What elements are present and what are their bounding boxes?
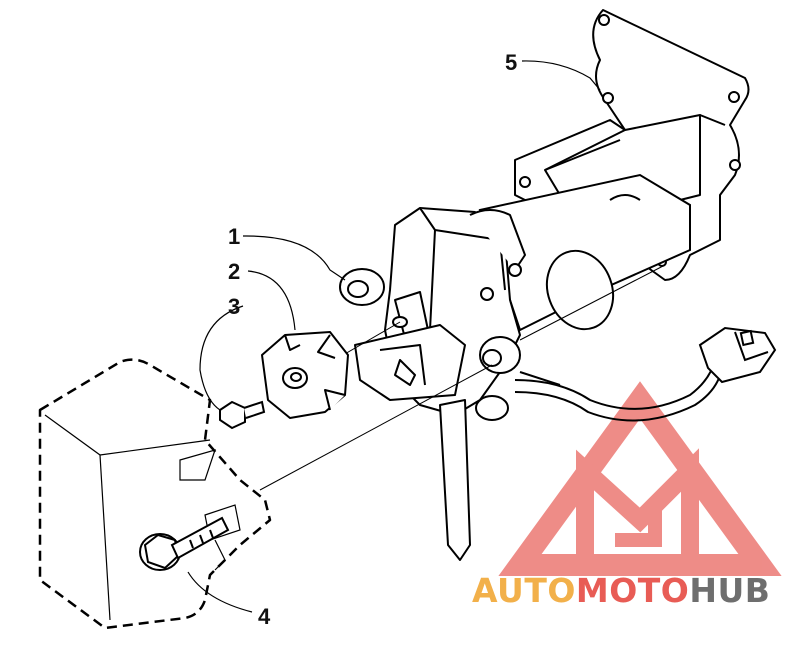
- callout-5: 5: [505, 50, 517, 75]
- cover-box: [38, 358, 272, 630]
- watermark-hub: HUB: [689, 571, 770, 610]
- callout-4: 4: [258, 604, 271, 629]
- bolt: [139, 516, 230, 571]
- actuator-housing: [339, 207, 526, 561]
- callout-3: 3: [228, 294, 240, 319]
- motor-cylinder: [478, 173, 691, 332]
- watermark-auto: AUTO: [472, 571, 576, 610]
- cam-cover: [261, 331, 349, 419]
- cover-box-inner: [44, 414, 241, 621]
- wire-connector: [698, 326, 777, 384]
- watermark-logo: [498, 381, 782, 576]
- small-screw: [219, 400, 266, 430]
- watermark-text: AUTOMOTOHUB: [472, 571, 770, 610]
- wire-harness: [514, 359, 723, 422]
- callout-2: 2: [228, 259, 240, 284]
- leader-lines: [187, 60, 601, 613]
- watermark-moto: MOTO: [576, 571, 689, 610]
- callout-1: 1: [228, 224, 240, 249]
